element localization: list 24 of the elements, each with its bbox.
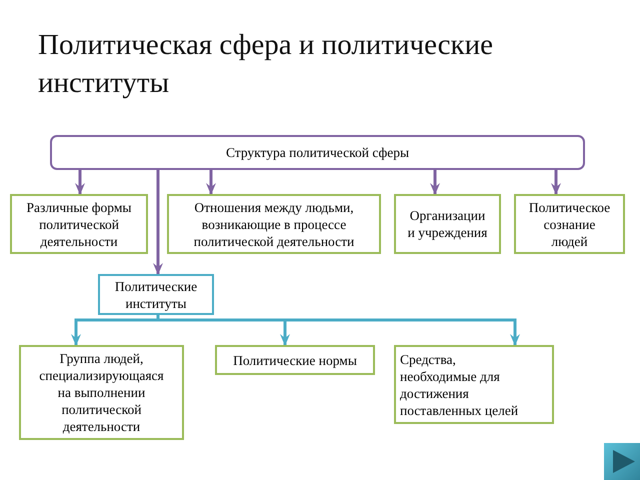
- slide-title: Политическая сфера и политические институты: [38, 28, 494, 101]
- arrow: [206, 170, 216, 195]
- process-box: [215, 345, 375, 375]
- process-box: [50, 135, 585, 170]
- box-label: Политические институты: [114, 278, 198, 312]
- process-box: [10, 194, 148, 254]
- arrow: [75, 170, 85, 195]
- box-label: Отношения между людьми, возникающие в процессе политической деятельности: [192, 198, 356, 250]
- box-label: Различные формы политической деятельности: [26, 198, 132, 250]
- box-label: Политическое сознание людей: [528, 198, 612, 250]
- box-label: Организации и учреждения: [406, 207, 488, 241]
- box-label: Группа людей, специализирующаяся на выполнении политической деятельности: [38, 350, 165, 435]
- arrow: [551, 170, 561, 195]
- process-box: [394, 345, 554, 424]
- box-label: Средства, необходимые для достижения поставленных целей: [400, 350, 520, 418]
- box-label: Политические нормы: [233, 352, 357, 368]
- process-box: [98, 274, 214, 315]
- process-box: [167, 194, 381, 254]
- arrow: [430, 170, 440, 195]
- process-box: [514, 194, 625, 254]
- process-box: [394, 194, 501, 254]
- process-box: [19, 345, 184, 440]
- box-label: Структура политической сферы: [226, 144, 410, 161]
- arrow: [153, 170, 163, 275]
